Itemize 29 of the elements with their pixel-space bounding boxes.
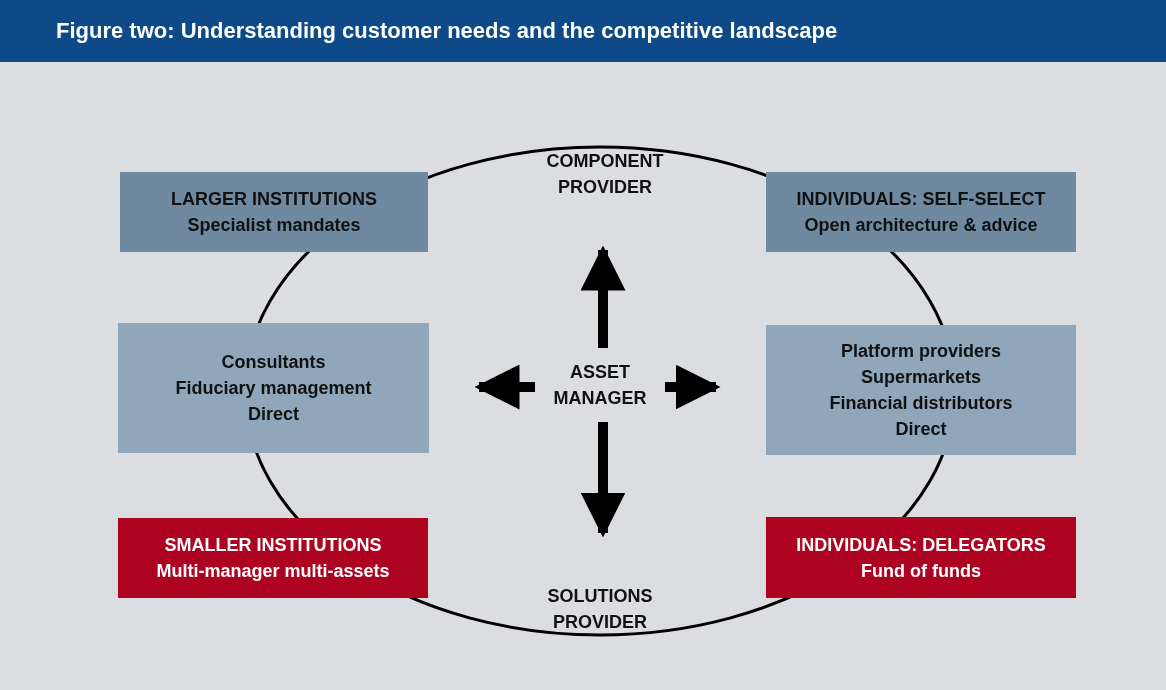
box-text: Open architecture & advice xyxy=(804,214,1038,237)
box-heading: INDIVIDUALS: DELEGATORS xyxy=(796,533,1046,557)
category-box xyxy=(120,172,428,252)
category-box xyxy=(766,517,1076,598)
box-text: Fiduciary management xyxy=(175,377,372,400)
arrow xyxy=(665,364,721,410)
box-heading: INDIVIDUALS: SELF-SELECT xyxy=(796,188,1046,211)
box-text: Direct xyxy=(895,418,947,441)
category-box xyxy=(118,518,428,598)
category-box xyxy=(118,323,429,453)
box-text: Direct xyxy=(248,403,299,426)
node-label: SOLUTIONS PROVIDER xyxy=(546,585,654,634)
box-text: Specialist mandates xyxy=(187,214,361,237)
box-text: Multi-manager multi-assets xyxy=(156,560,390,583)
node-label: COMPONENT PROVIDER xyxy=(545,150,665,199)
box-heading: SMALLER INSTITUTIONS xyxy=(164,534,382,557)
box-heading: Platform providers xyxy=(840,340,1001,363)
category-box xyxy=(766,325,1076,455)
box-heading: Consultants xyxy=(221,351,326,374)
box-heading: LARGER INSTITUTIONS xyxy=(171,188,377,211)
arrow xyxy=(580,245,626,348)
arrow xyxy=(474,364,535,410)
category-box xyxy=(766,172,1076,252)
box-text: Supermarkets xyxy=(860,366,982,389)
title: Figure two: Understanding customer needs and the competitive landscape xyxy=(56,18,838,44)
node-label: ASSET MANAGER xyxy=(552,361,648,410)
box-text: Financial distributors xyxy=(829,392,1013,415)
arrow xyxy=(580,422,626,538)
box-text: Fund of funds xyxy=(861,559,981,583)
